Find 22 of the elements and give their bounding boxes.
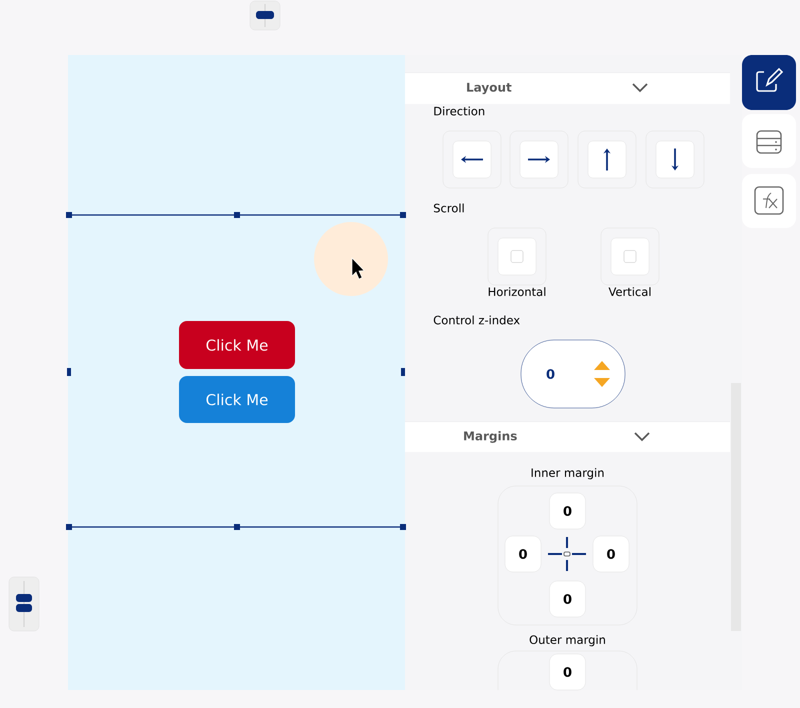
checkbox-button: Vertical [600, 228, 660, 296]
direction-button [578, 130, 636, 188]
direction-button [646, 130, 704, 188]
direction-button [442, 130, 502, 188]
button: Click Me [179, 376, 295, 423]
field-label: Direction [434, 106, 484, 116]
value-field: 0 [549, 580, 586, 618]
node-label: Horizontal [488, 287, 546, 296]
section-header: Margins [405, 422, 730, 452]
button: Click Me [179, 321, 295, 369]
section-header: Layout [405, 73, 730, 104]
checkbox-button: Horizontal [488, 228, 546, 296]
node-label: Vertical [608, 287, 650, 296]
value-field: 0 [504, 536, 542, 572]
value-field: 0 [549, 492, 586, 530]
direction-button [510, 130, 568, 188]
value-field: 0 [549, 654, 586, 690]
node-label: Inner margin [532, 468, 604, 480]
number-field: 0 [520, 340, 626, 408]
value-field: 0 [592, 536, 630, 572]
field-label: Control z-index [434, 316, 520, 324]
field-label: Scroll [434, 204, 464, 212]
